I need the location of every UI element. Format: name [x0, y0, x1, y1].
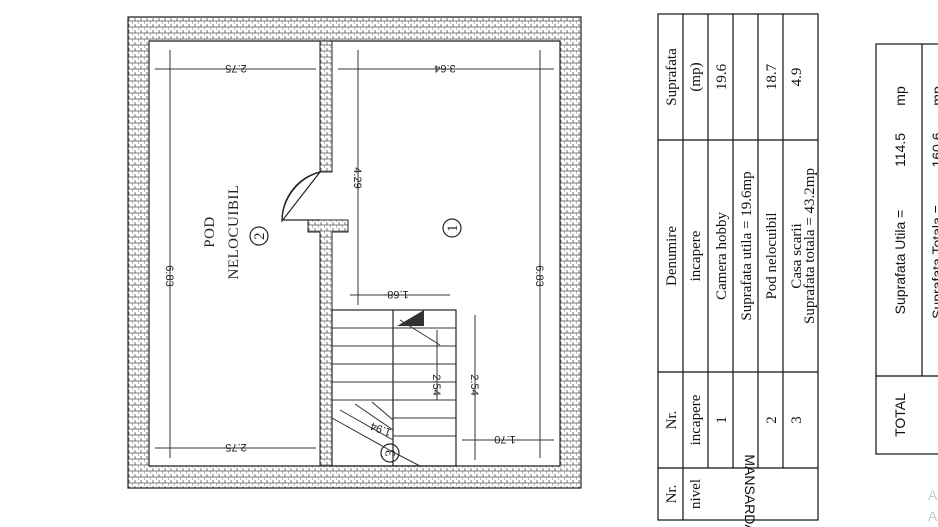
totala-label: Suprafata Totala =: [929, 205, 938, 319]
row-4-nr: 3: [789, 416, 805, 424]
dim-top-left: 2.75: [225, 62, 246, 74]
row-3-area: 18.7: [764, 63, 780, 90]
utila-value: 114.5: [892, 133, 908, 167]
totala-value: 160.6: [929, 132, 938, 167]
watermark-2: A: [928, 508, 938, 524]
row-1-nr: 1: [714, 416, 730, 424]
dim-left-height: 6.83: [163, 265, 175, 286]
row-3-name: Pod nelocuibil: [764, 212, 780, 299]
hdr-nr-2: incapere: [688, 394, 704, 445]
dim-bottom-right: 1.70: [494, 433, 515, 445]
dim-top-right: 3.64: [434, 62, 455, 74]
level-name: MANSARDA: [742, 454, 758, 527]
total-table: [875, 43, 938, 455]
row-1-area: 19.6: [714, 63, 730, 90]
row-3-nr: 2: [764, 416, 780, 424]
totala-unit: mp: [929, 86, 938, 106]
staircase: [331, 309, 457, 467]
dim-stair-length-1: 2.54: [430, 374, 442, 395]
total-label: TOTAL: [892, 393, 908, 437]
room-pod-label-2: NELOCUIBIL: [226, 185, 242, 280]
dim-stair-length-2: 2.54: [468, 374, 480, 395]
utila-label: Suprafata Utila =: [892, 210, 908, 315]
interior-wall-lower: [307, 219, 349, 467]
exterior-wall: [127, 16, 582, 489]
row-1-name: Camera hobby: [714, 212, 730, 300]
dim-upper-height: 4.29: [351, 167, 363, 188]
row-4-area: 4.9: [789, 68, 805, 87]
hdr-nr-1: Nr.: [664, 411, 680, 430]
interior-wall: [319, 40, 333, 173]
hdr-suprafata-2: (mp): [688, 62, 704, 91]
row-2-name: Suprafata utila = 19.6mp: [739, 171, 755, 320]
hdr-denumire-1: Denumire: [664, 226, 680, 286]
floor-plan: 2.75 3.64 2.75 1.70 6.83 6.83 4.29 1.68 …: [127, 16, 582, 489]
watermark: A: [928, 487, 938, 503]
hdr-nivel-2: nivel: [688, 479, 704, 509]
dimension-lines: [155, 50, 554, 460]
row-4-name: Casa scarii: [789, 223, 805, 288]
room-pod-label-1: POD: [202, 216, 218, 248]
room-table: [657, 13, 819, 521]
room-stair-number: 3: [383, 449, 399, 457]
dim-bottom-left: 2.75: [225, 441, 246, 453]
hdr-suprafata-1: Suprafata: [664, 48, 680, 106]
hdr-nivel-1: Nr.: [664, 485, 680, 504]
hdr-denumire-2: incapere: [688, 230, 704, 281]
dim-right-height: 6.83: [533, 265, 545, 286]
room-hobby-number: 1: [445, 224, 461, 232]
row-5-name: Suprafata totala = 43.2mp: [802, 168, 818, 324]
dim-stair-width: 1.68: [387, 288, 408, 300]
room-pod-number: 2: [252, 232, 268, 240]
utila-unit: mp: [892, 86, 908, 106]
